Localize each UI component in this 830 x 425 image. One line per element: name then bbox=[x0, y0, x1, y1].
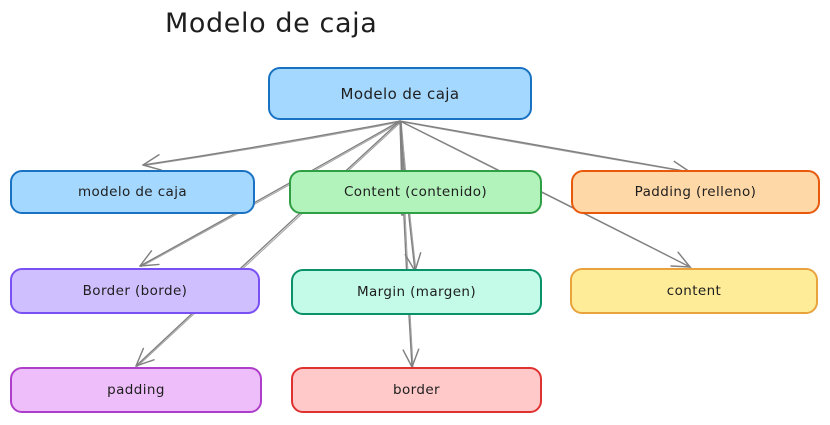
arrow-line-rough bbox=[137, 122, 401, 367]
node-border-borde[interactable]: Border (borde) bbox=[10, 268, 260, 314]
node-label: Content (contenido) bbox=[344, 184, 487, 200]
node-label: padding bbox=[107, 382, 165, 398]
arrow-head bbox=[412, 349, 419, 367]
node-label: border bbox=[393, 382, 440, 398]
node-label: Modelo de caja bbox=[341, 85, 460, 103]
arrow-line-rough bbox=[401, 122, 413, 368]
node-label: modelo de caja bbox=[78, 184, 187, 200]
arrow-head bbox=[671, 266, 690, 267]
arrow-head bbox=[136, 360, 154, 366]
node-content[interactable]: content bbox=[570, 268, 818, 314]
arrow-head bbox=[140, 251, 151, 266]
node-label: Border (borde) bbox=[83, 283, 188, 299]
page-title: Modelo de caja bbox=[165, 8, 377, 39]
arrow-head bbox=[403, 350, 412, 367]
arrow-head bbox=[143, 155, 159, 165]
arrow-line-rough bbox=[401, 122, 691, 173]
arrow-line bbox=[400, 121, 690, 172]
arrow-line bbox=[136, 121, 400, 366]
arrow-head bbox=[136, 348, 143, 366]
arrow-head bbox=[678, 252, 690, 267]
node-margin-margen[interactable]: Margin (margen) bbox=[291, 269, 542, 315]
node-modelo-de-caja[interactable]: modelo de caja bbox=[10, 170, 255, 214]
arrow-head bbox=[140, 264, 159, 266]
arrow-line-rough bbox=[144, 122, 401, 166]
node-content-contenido[interactable]: Content (contenido) bbox=[289, 170, 542, 214]
arrow-line bbox=[143, 121, 400, 165]
node-label: Padding (relleno) bbox=[635, 184, 757, 200]
node-padding[interactable]: padding bbox=[10, 367, 262, 413]
node-label: Margin (margen) bbox=[357, 284, 476, 300]
arrow-line bbox=[400, 121, 412, 367]
node-root[interactable]: Modelo de caja bbox=[268, 67, 532, 120]
node-label: content bbox=[667, 283, 722, 299]
node-padding-relleno[interactable]: Padding (relleno) bbox=[571, 170, 820, 214]
node-border[interactable]: border bbox=[291, 367, 542, 413]
